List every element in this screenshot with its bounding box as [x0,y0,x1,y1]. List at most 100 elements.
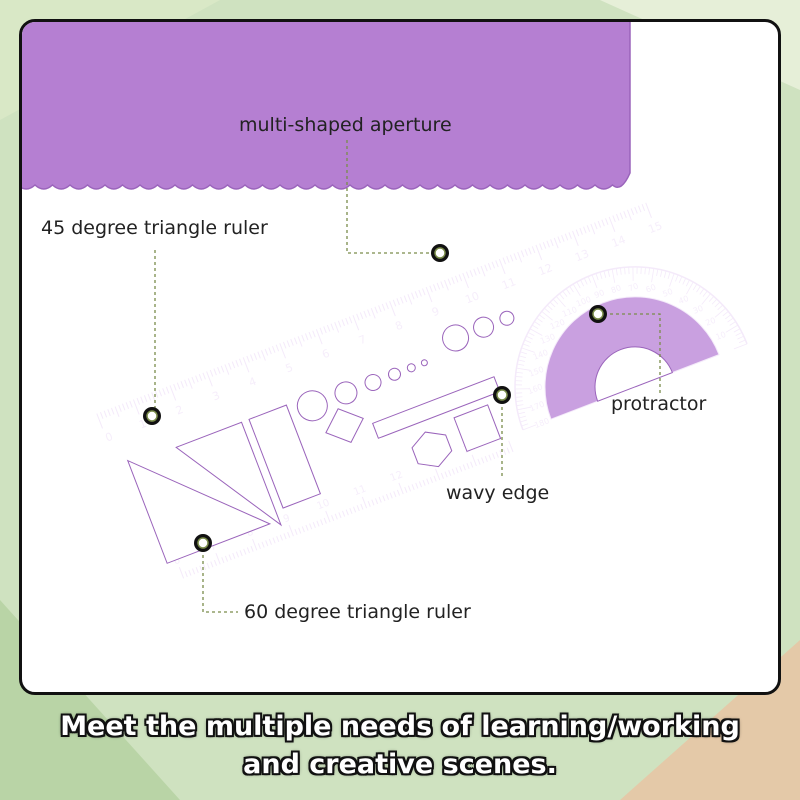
slot-aperture [371,376,501,439]
scale-tick [495,260,499,268]
scale-tick [359,312,364,320]
scale-tick [367,309,371,317]
scale-tick [356,313,360,321]
bottom-tick [345,509,349,516]
protractor-tick [692,283,698,291]
bottom-tick [451,468,455,475]
scale-tick [224,364,230,375]
scale-tick [319,327,324,335]
bottom-tick [206,562,210,569]
callout-marker-dot [592,308,604,320]
protractor-label: 10 [715,330,728,342]
callout-leader [598,313,661,395]
bottom-label: 11 [352,483,368,498]
scale-tick [272,345,276,353]
caption: Meet the multiple needs of learning/work… [0,708,800,784]
protractor-tick [562,290,568,297]
protractor-tick [725,314,732,320]
caption-line-2: and creative scenes. [243,749,557,780]
scale-tick [502,257,506,265]
protractor-tick [675,274,679,282]
bottom-tick [283,533,287,540]
protractor-tick [729,321,736,326]
protractor-label: 40 [677,294,690,306]
scale-tick [561,234,565,242]
protractor-tick [591,274,598,289]
scale-tick [125,402,130,410]
bottom-tick [301,526,305,533]
protractor-tick [524,339,532,344]
scale-label: 15 [646,219,664,236]
scale-label: 4 [247,375,258,390]
scale-tick [605,218,609,225]
protractor-tick [576,281,581,289]
circle-aperture [364,373,382,391]
scale-tick [418,289,422,297]
scale-tick [261,350,266,361]
scale-tick [440,281,444,289]
scale-tick [433,284,437,292]
scale-tick [480,265,486,277]
bottom-tick [371,499,375,506]
protractor-cutout [594,346,673,402]
scale-tick [597,220,602,228]
scale-tick [282,341,287,349]
protractor-label: 130 [539,332,556,346]
bottom-tick [398,482,404,495]
scale-tick [312,330,316,338]
scale-tick [99,411,104,419]
protractor-tick [656,269,659,277]
scale-tick [422,288,426,296]
scale-tick [239,358,243,366]
protractor-tick [569,286,574,293]
scale-tick [411,292,415,300]
protractor-tick [518,415,526,419]
scale-label: 7 [357,333,368,348]
scale-tick [491,261,496,269]
protractor-tick [714,307,726,318]
scale-tick [173,383,177,391]
protractor-tick [521,423,529,427]
protractor-tick [526,335,533,340]
scale-tick [454,275,459,283]
bottom-tick [374,498,379,505]
scale-tick [121,403,126,411]
bottom-tick [232,552,236,559]
scale-tick [209,369,214,377]
protractor-tick [733,343,748,350]
protractor-tick [515,371,523,374]
scale-tick [341,319,345,327]
circle-aperture [334,381,358,405]
scale-tick [425,286,433,303]
bottom-tick [210,561,214,568]
scale-tick [103,410,108,418]
protractor-tick [699,288,705,295]
protractor-label: 80 [610,283,623,295]
scale-tick [250,354,254,362]
ruler-body [22,22,631,190]
protractor-tick [686,281,694,295]
bottom-tick [272,537,276,544]
scale-tick [334,322,340,333]
scale-tick [162,388,166,395]
scale-tick [96,413,104,429]
scale-tick [586,225,591,233]
scale-tick [634,206,638,214]
scale-tick [235,359,239,367]
bottom-tick [407,485,412,492]
scale-tick [517,251,523,263]
protractor-tick [599,272,603,279]
scale-tick [381,303,386,311]
protractor-label: 160 [526,382,543,396]
product-card: 0123456789101112131415678910111213141020… [19,19,781,695]
bottom-tick [320,519,324,526]
scale-label: 2 [174,403,185,418]
bottom-tick [415,482,419,489]
protractor-tick [520,351,528,355]
protractor-tick [651,268,655,283]
scale-tick [345,317,349,325]
callout-marker-dot [197,537,209,549]
protractor-tick [636,266,638,274]
protractor-tick [737,335,744,340]
protractor-tick [565,288,571,295]
